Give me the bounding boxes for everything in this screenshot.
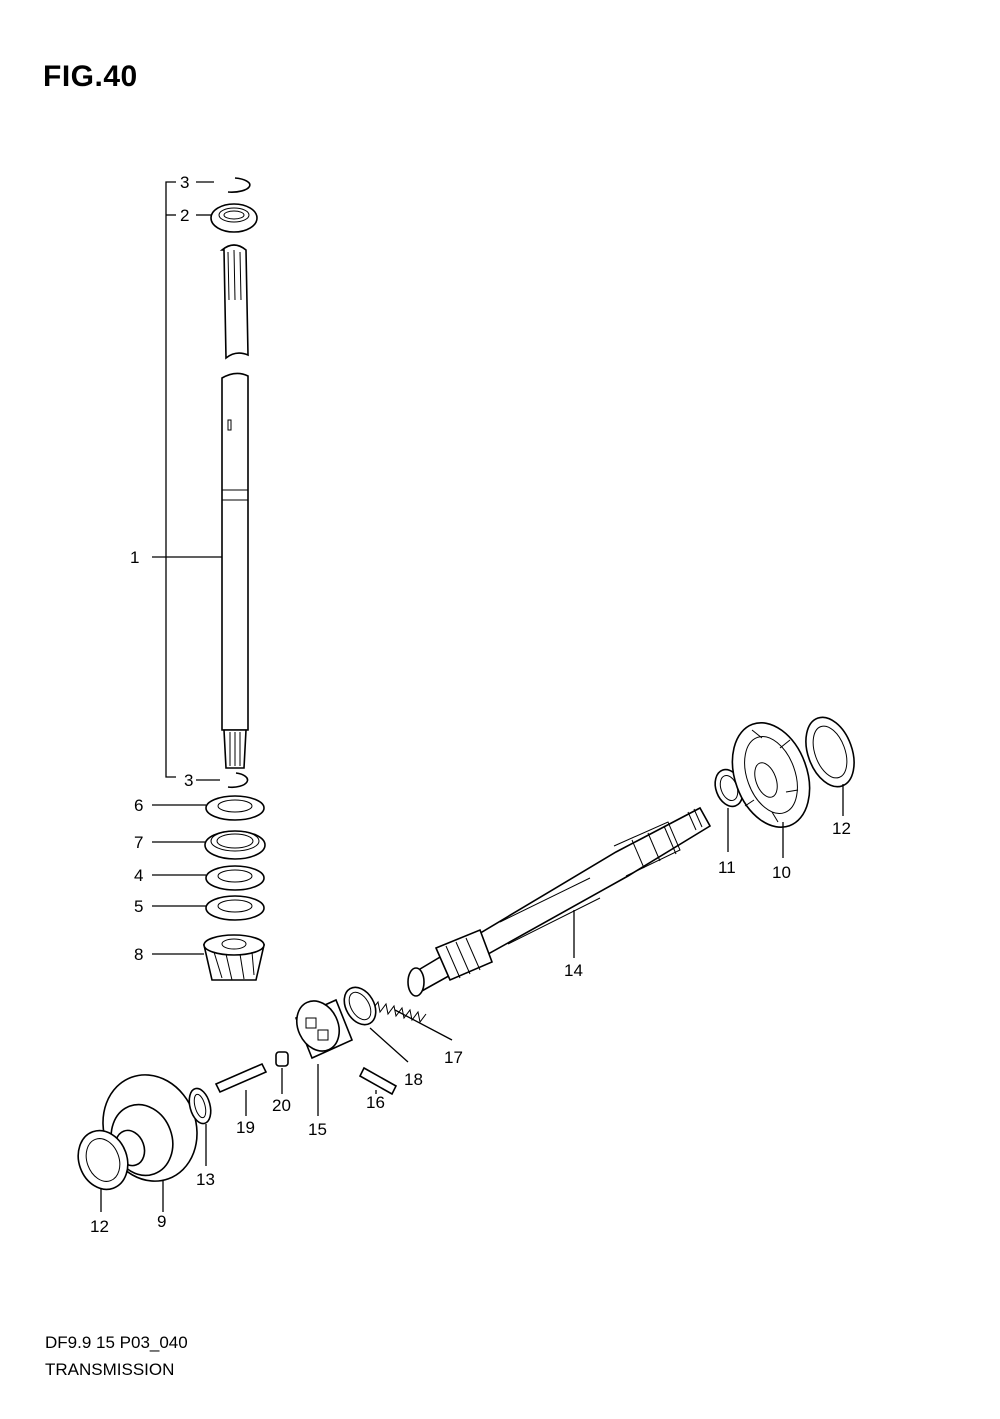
callout-15: 15 bbox=[308, 1120, 327, 1139]
callout-6: 6 bbox=[134, 796, 143, 815]
part-12-shim-right bbox=[805, 716, 855, 816]
part-15-clutch-dog bbox=[294, 998, 354, 1116]
callout-17: 17 bbox=[444, 1048, 463, 1067]
callout-11: 11 bbox=[718, 858, 736, 877]
part-17-spring bbox=[371, 1000, 453, 1041]
diagram-code: DF9.9 15 P03_040 bbox=[45, 1333, 188, 1352]
part-13-washer bbox=[188, 1087, 212, 1166]
figure-title: FIG.40 bbox=[43, 60, 138, 93]
part-12-shim-left bbox=[77, 1129, 129, 1212]
callout-5: 5 bbox=[134, 897, 143, 916]
part-4-washer bbox=[152, 865, 265, 891]
callout-1: 1 bbox=[130, 548, 139, 567]
callout-3-top: 3 bbox=[180, 173, 189, 192]
part-6-washer bbox=[152, 795, 265, 821]
callout-19: 19 bbox=[236, 1118, 255, 1137]
callout-14: 14 bbox=[564, 961, 583, 980]
callout-9: 9 bbox=[157, 1212, 166, 1231]
callout-8: 8 bbox=[134, 945, 143, 964]
part-19-pin bbox=[214, 1062, 268, 1116]
callout-labels: 1 2 3 3 4 5 6 7 8 9 10 11 12 12 13 14 15… bbox=[90, 173, 851, 1236]
callout-12-right: 12 bbox=[832, 819, 851, 838]
callout-18: 18 bbox=[404, 1070, 423, 1089]
callout-3-lower: 3 bbox=[184, 771, 193, 790]
part-8-pinion-gear bbox=[152, 934, 266, 981]
callout-13: 13 bbox=[196, 1170, 215, 1189]
callout-16: 16 bbox=[366, 1093, 385, 1112]
callout-12-left: 12 bbox=[90, 1217, 109, 1236]
part-3-circlip-top bbox=[196, 177, 251, 193]
callout-7: 7 bbox=[134, 833, 143, 852]
part-14-propeller-shaft bbox=[407, 806, 712, 997]
callout-10: 10 bbox=[772, 863, 791, 882]
part-16-pin bbox=[358, 1066, 398, 1096]
part-10-reverse-gear bbox=[731, 721, 811, 858]
part-3-circlip-lower bbox=[196, 772, 249, 789]
part-20-bushing bbox=[275, 1051, 289, 1094]
diagram-name: TRANSMISSION bbox=[45, 1360, 175, 1379]
part-7-thrust-bearing bbox=[152, 830, 266, 860]
part-1-drive-shaft bbox=[219, 244, 249, 769]
callout-2: 2 bbox=[180, 206, 189, 225]
assembly-bracket bbox=[152, 181, 222, 778]
callout-4: 4 bbox=[134, 866, 143, 885]
part-18-ring bbox=[343, 986, 409, 1063]
part-2-bearing bbox=[196, 203, 258, 233]
callout-20: 20 bbox=[272, 1096, 291, 1115]
part-5-washer bbox=[152, 895, 265, 921]
